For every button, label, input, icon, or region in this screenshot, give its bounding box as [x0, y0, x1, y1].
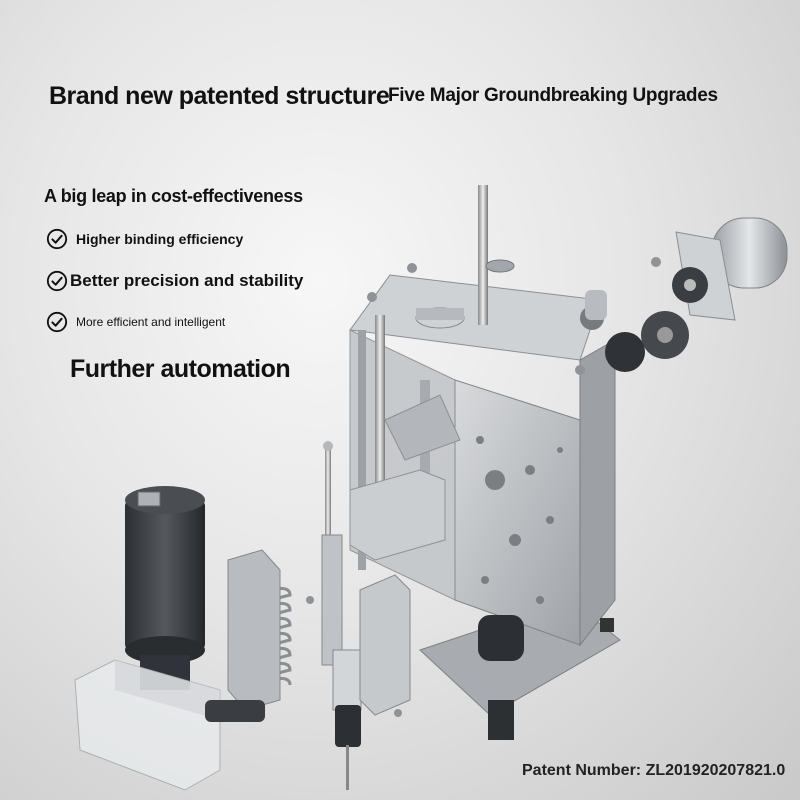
feature-label: Better precision and stability [70, 271, 304, 290]
automation-heading: Further automation [70, 355, 291, 383]
check-circle-icon [46, 228, 68, 250]
check-circle-icon [46, 311, 68, 333]
lead-text: A big leap in cost-effectiveness [44, 186, 303, 206]
headline-main: Brand new patented structure [49, 82, 390, 110]
headline-sub: Five Major Groundbreaking Upgrades [388, 85, 718, 106]
feature-item-efficient-intelligent: More efficient and intelligent [46, 311, 225, 333]
feature-label: More efficient and intelligent [76, 315, 226, 329]
feature-item-precision-stability: Better precision and stability [46, 270, 303, 292]
feature-label: Higher binding efficiency [76, 231, 244, 247]
feature-item-binding-efficiency: Higher binding efficiency [46, 228, 243, 250]
patent-number: Patent Number: ZL201920207821.0 [522, 762, 786, 779]
check-circle-icon [46, 270, 68, 292]
